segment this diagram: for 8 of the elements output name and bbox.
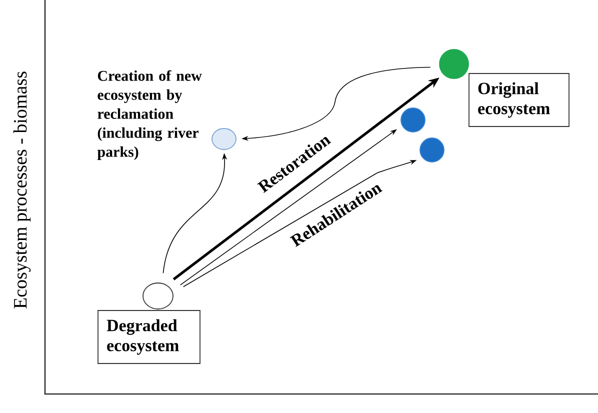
circle-marker [439, 49, 469, 79]
axis-label: Ecosystem processes - biomass [13, 72, 31, 308]
circle-marker [420, 138, 444, 162]
node-caption: Creation of new ecosystem by reclamation (including river parks) [97, 70, 202, 160]
circle-marker [400, 108, 426, 132]
circle-marker [142, 282, 174, 310]
text-box: Original ecosystem [468, 73, 570, 127]
circle-marker [212, 128, 236, 150]
